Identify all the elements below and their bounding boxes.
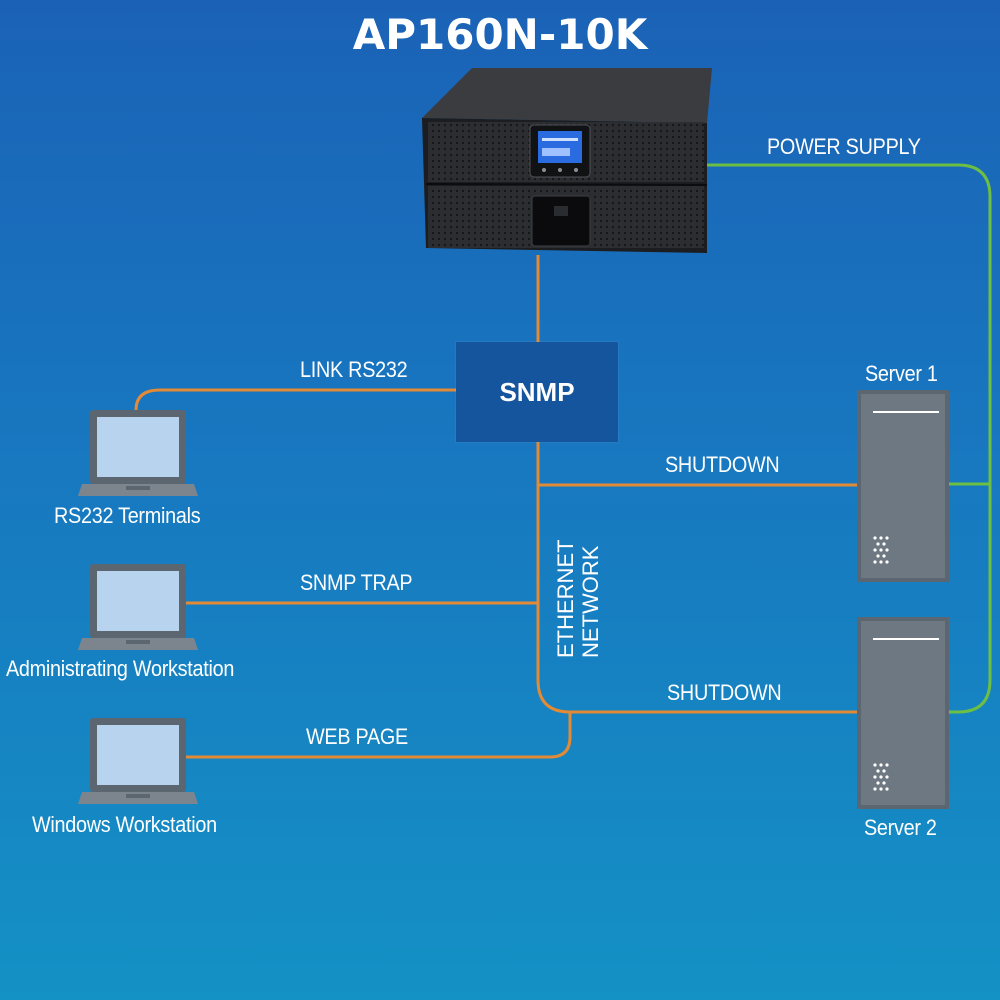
snmp-hub: SNMP [456,342,618,442]
client-label-windows-workstation: Windows Workstation [32,812,217,837]
server-label-1: Server 1 [865,361,938,386]
link-rs232-label: LINK RS232 [300,357,408,382]
ethernet-network-line1: ETHERNET [553,539,578,658]
server-label-2: Server 2 [864,815,937,840]
ethernet-trunk-line [536,442,860,714]
snmp-trap-label: SNMP TRAP [300,570,413,595]
snmp-hub-label: SNMP [499,376,575,407]
power-supply-label: POWER SUPPLY [767,134,921,159]
power-supply-line [705,163,992,714]
web-page-label: WEB PAGE [306,724,408,749]
client-label-rs232-terminals: RS232 Terminals [54,503,201,528]
shutdown-label-1: SHUTDOWN [665,452,780,477]
laptop-icon [78,564,198,650]
ethernet-network-label: ETHERNET NETWORK [553,539,603,658]
laptop-icon [78,410,198,496]
web-page-line [185,712,572,759]
laptop-icon [78,718,198,804]
server-icon [857,617,949,809]
device-title: AP160N-10K [352,10,648,59]
rs232-line [134,388,456,411]
client-label-admin-workstation: Administrating Workstation [6,656,235,681]
shutdown-label-2: SHUTDOWN [667,680,782,705]
ups-icon [422,68,712,253]
ethernet-network-line2: NETWORK [578,545,603,658]
server-icon [857,390,949,582]
